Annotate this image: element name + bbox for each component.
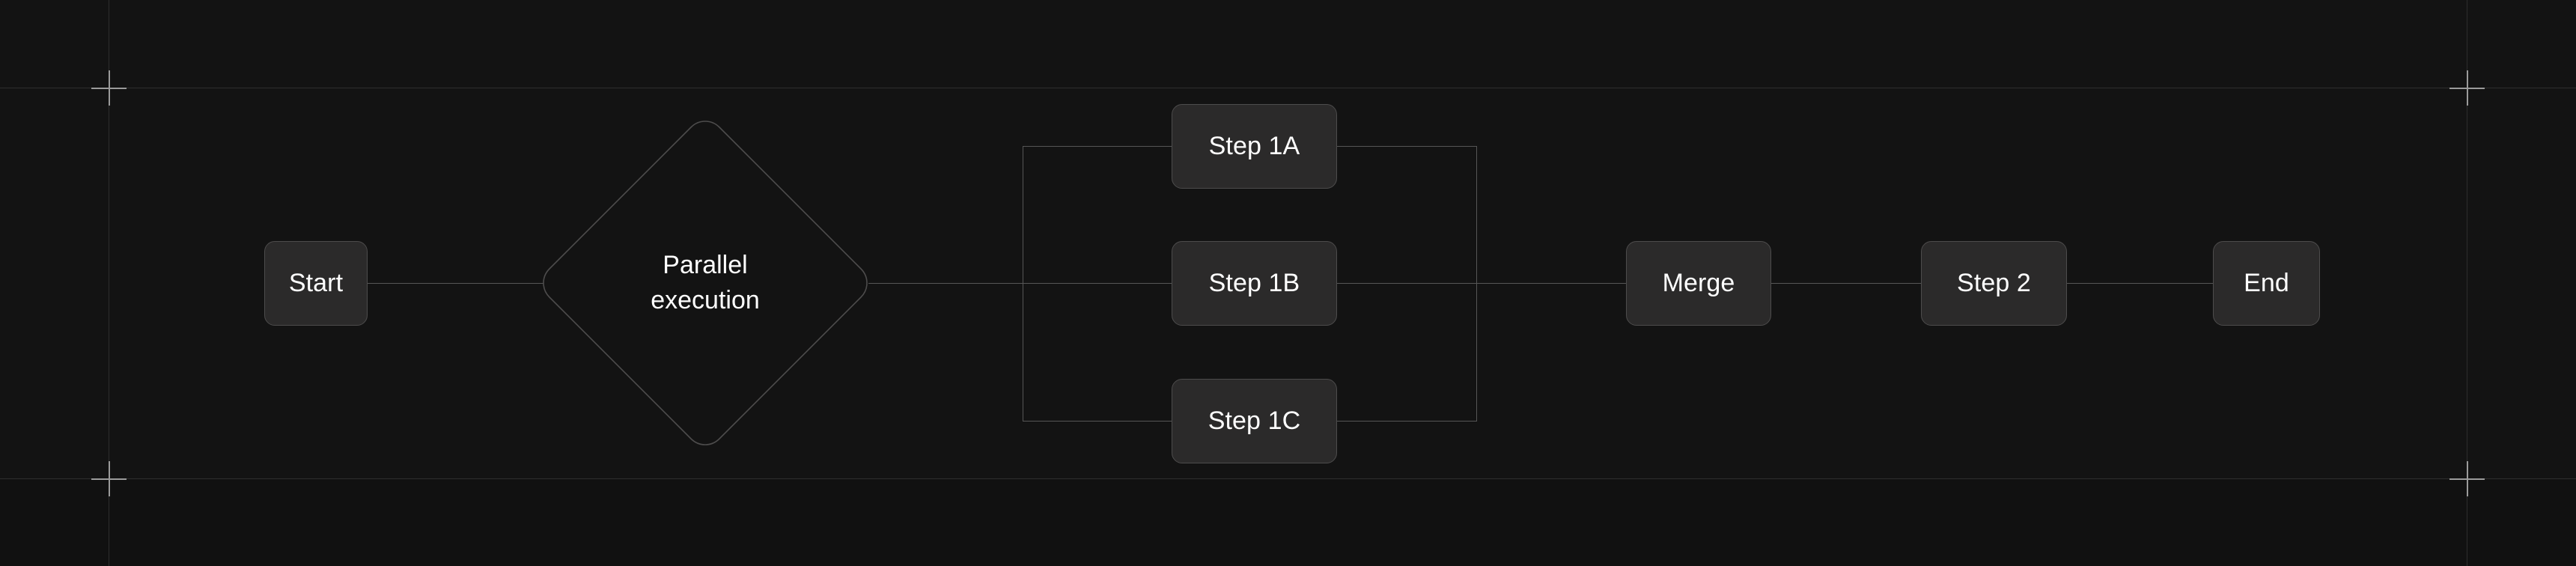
node-end[interactable]: End: [2213, 241, 2320, 326]
edge-branch-to-step1c: [1023, 421, 1172, 422]
node-start-label: Start: [288, 269, 344, 298]
node-start[interactable]: Start: [264, 241, 368, 326]
node-parallel-execution-label-line1: Parallel: [663, 251, 748, 280]
node-step-2[interactable]: Step 2: [1921, 241, 2067, 326]
node-step-2-label: Step 2: [1957, 269, 2031, 298]
edge-branch-to-step1b: [1023, 283, 1172, 284]
node-step-1b-label: Step 1B: [1208, 269, 1300, 298]
node-step-1a[interactable]: Step 1A: [1172, 104, 1337, 189]
node-step-1c[interactable]: Step 1C: [1172, 379, 1337, 463]
edge-parallel-to-branch-bus: [868, 283, 1023, 284]
node-parallel-execution-label: Parallel execution: [537, 115, 874, 451]
edge-merge-bus-vertical: [1476, 146, 1477, 422]
node-parallel-execution[interactable]: Parallel execution: [537, 115, 874, 451]
lower-guide-band: [0, 478, 2576, 566]
edge-branch-to-step1a: [1023, 146, 1172, 147]
node-step-1c-label: Step 1C: [1208, 407, 1301, 436]
edge-merge-bus-to-merge: [1476, 283, 1626, 284]
node-step-1a-label: Step 1A: [1208, 132, 1300, 161]
edge-step1b-to-merge-bus: [1336, 283, 1477, 284]
edge-merge-to-step2: [1771, 283, 1921, 284]
node-merge[interactable]: Merge: [1626, 241, 1771, 326]
edge-start-to-parallel: [368, 283, 544, 284]
edge-step1c-to-merge-bus: [1336, 421, 1477, 422]
diamond-shape-icon: [543, 121, 868, 445]
node-step-1b[interactable]: Step 1B: [1172, 241, 1337, 326]
guide-line-horizontal-bottom: [0, 478, 2576, 479]
node-merge-label: Merge: [1662, 269, 1735, 298]
edge-step2-to-end: [2067, 283, 2213, 284]
node-parallel-execution-label-line2: execution: [651, 286, 760, 314]
edge-step1a-to-merge-bus: [1336, 146, 1477, 147]
node-end-label: End: [2244, 269, 2289, 298]
